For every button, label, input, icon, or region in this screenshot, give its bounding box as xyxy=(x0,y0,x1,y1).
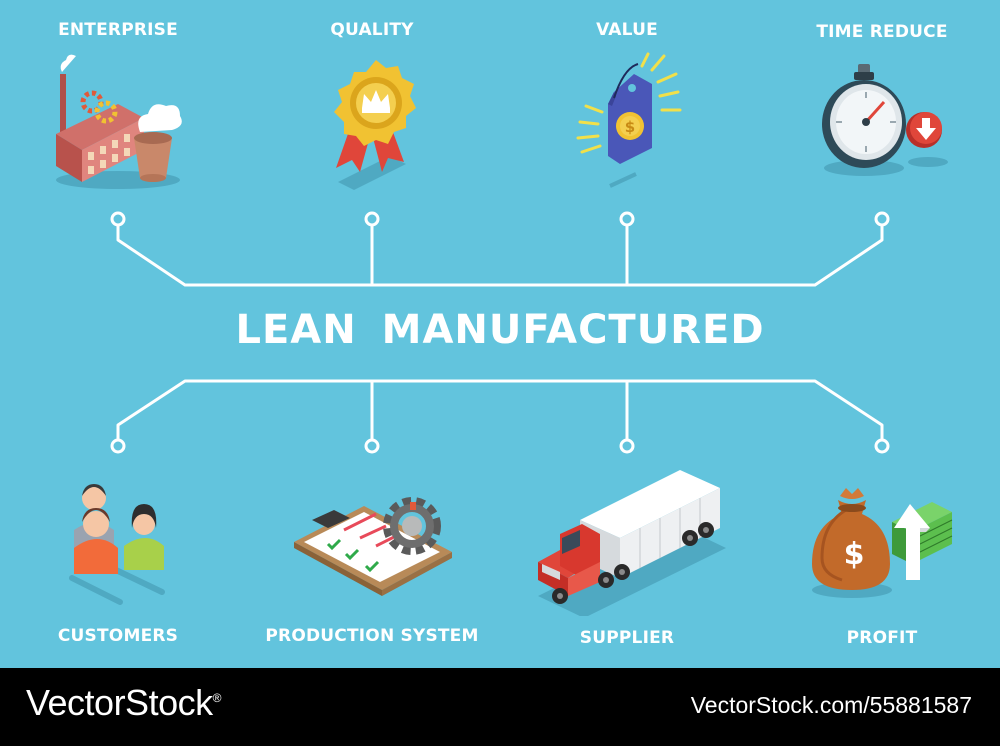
watermark-image-id: VectorStock.com/55881587 xyxy=(690,692,972,718)
label-production-system: PRODUCTION SYSTEM xyxy=(265,626,479,646)
label-quality: QUALITY xyxy=(330,20,414,40)
price-tag-icon: $ xyxy=(576,52,682,188)
award-badge-icon xyxy=(334,60,416,190)
label-customers: CUSTOMERS xyxy=(57,626,179,646)
money-bag-icon: $ xyxy=(812,488,953,598)
label-time-reduce: TIME REDUCE xyxy=(816,22,948,42)
stopwatch-icon xyxy=(822,64,948,176)
node-supplier xyxy=(619,438,635,454)
node-profit xyxy=(874,438,890,454)
connector-lines xyxy=(110,211,890,454)
node-customers xyxy=(110,438,126,454)
label-value: VALUE xyxy=(596,20,658,40)
label-profit: PROFIT xyxy=(846,628,918,648)
bottom-connector-bus xyxy=(116,379,884,440)
node-quality xyxy=(364,211,380,227)
node-production-system xyxy=(364,438,380,454)
label-supplier: SUPPLIER xyxy=(579,628,675,648)
node-enterprise xyxy=(110,211,126,227)
clipboard-gear-icon xyxy=(294,497,452,596)
top-connector-bus xyxy=(116,224,884,287)
watermark-brand: VectorStock® xyxy=(26,682,221,723)
svg-text:$: $ xyxy=(625,118,635,136)
truck-icon xyxy=(538,470,726,616)
people-icon xyxy=(69,484,165,605)
page-title: LEAN MANUFACTURED xyxy=(235,307,765,353)
label-enterprise: ENTERPRISE xyxy=(58,20,178,40)
infographic-canvas: LEAN MANUFACTURED ENTERPRISE QUALITY VAL… xyxy=(0,0,1000,668)
node-value xyxy=(619,211,635,227)
svg-text:$: $ xyxy=(844,537,865,572)
node-time-reduce xyxy=(874,211,890,227)
factory-icon xyxy=(56,54,182,189)
watermark-bar: VectorStock® VectorStock.com/55881587 xyxy=(0,668,1000,746)
